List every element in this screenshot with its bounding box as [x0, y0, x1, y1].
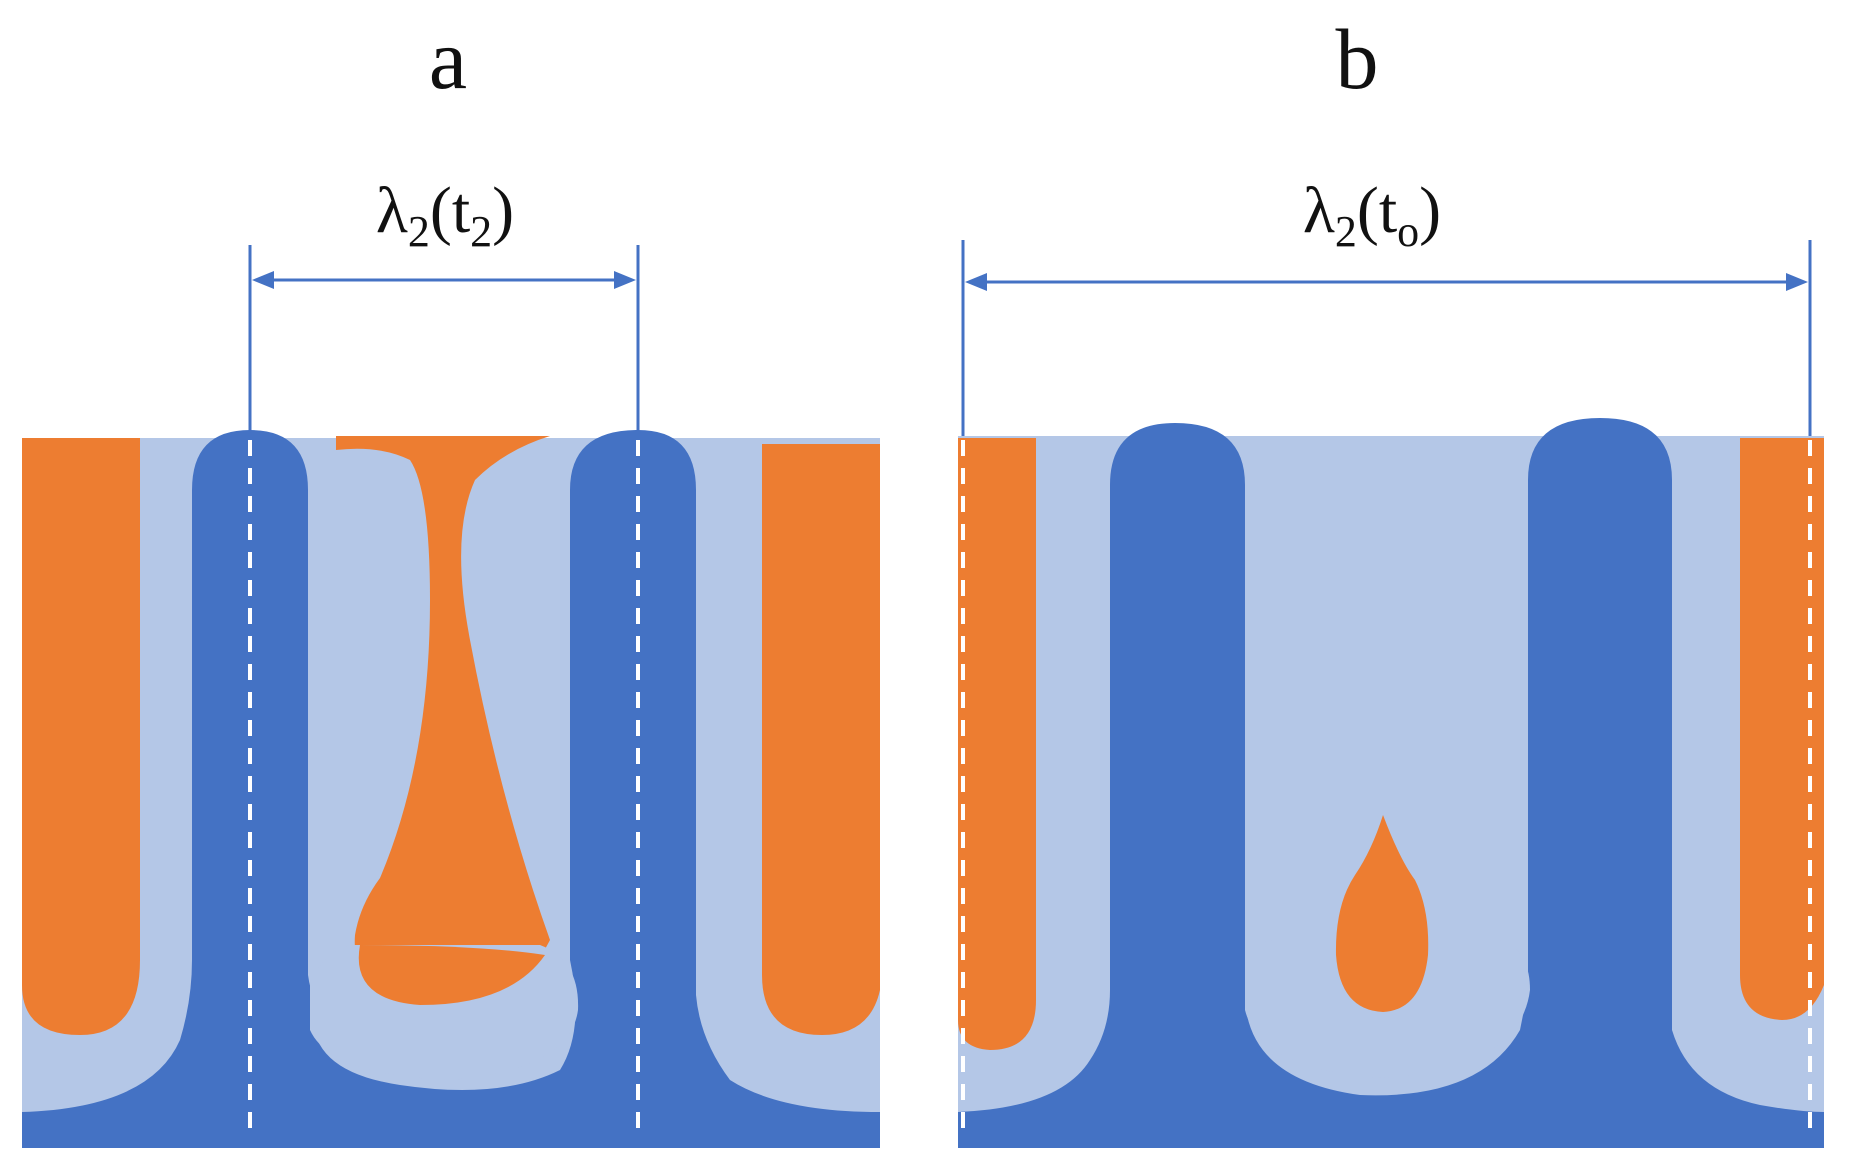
- panel-a-label: a: [429, 11, 467, 107]
- panel-a-arrow-left-icon: [252, 271, 274, 289]
- panel-a-interdendritic-droplet: [336, 436, 550, 1002]
- panel-b-spacing-label: λ2(to): [1303, 174, 1441, 256]
- panel-b-interdendritic-droplet: [1335, 815, 1429, 1012]
- panel-b-secondary-phase-right: [1740, 438, 1824, 1020]
- panel-a-dendrite-axes: [248, 440, 640, 1140]
- panel-b-dimension-line: [961, 240, 1812, 438]
- panel-b-secondary-phase-left: [958, 438, 1036, 1050]
- panel-b: b λ2(to): [958, 11, 1824, 1148]
- panel-b-arrow-left-icon: [965, 273, 987, 291]
- panel-b-primary-dendrite: [958, 418, 1824, 1148]
- panel-a-arrow-right-icon: [614, 271, 636, 289]
- panel-a-secondary-phase-right: [762, 444, 880, 1035]
- panel-a-primary-dendrite: [22, 430, 880, 1148]
- panel-a-secondary-phase-left: [22, 438, 140, 1035]
- panel-a-droplet-lower: [358, 945, 545, 1005]
- panel-a-spacing-label: λ2(t2): [376, 174, 514, 256]
- panel-b-arrow-right-icon: [1786, 273, 1808, 291]
- panel-b-label: b: [1336, 11, 1379, 107]
- panel-a-dimension-line: [248, 245, 640, 438]
- panel-b-dendrite-axes: [961, 440, 1812, 1140]
- panel-a: a λ2(t2): [22, 11, 880, 1148]
